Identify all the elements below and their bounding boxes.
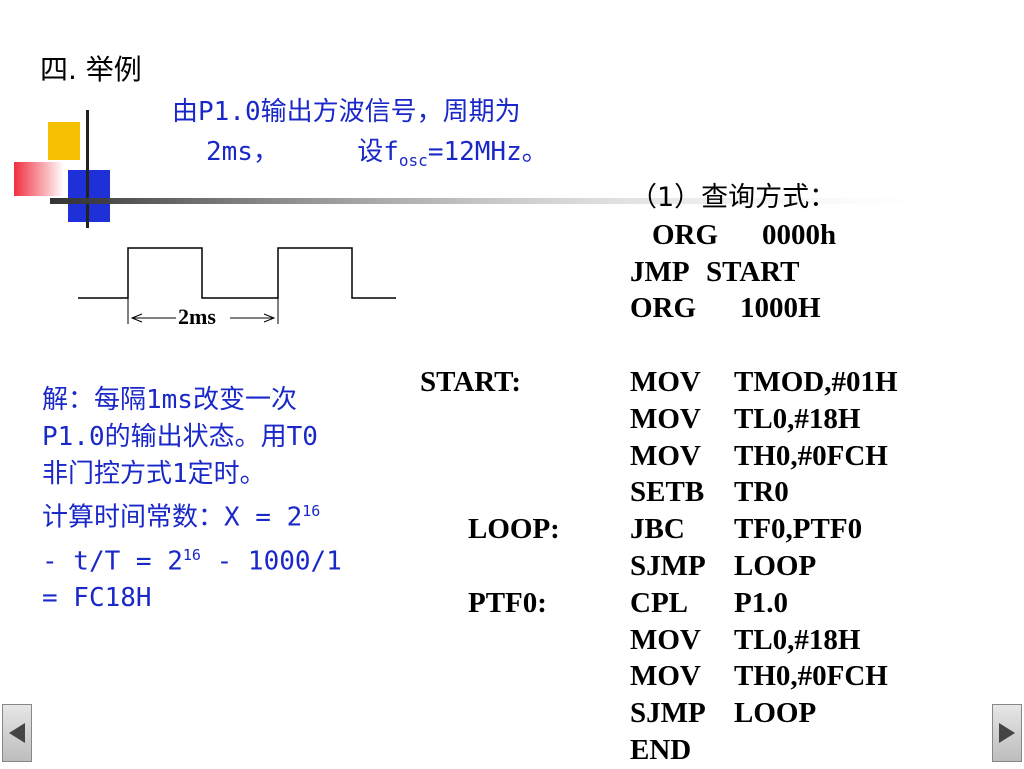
code-label: PTF0: [468, 586, 547, 619]
period-label: 2ms [178, 304, 216, 329]
code-operand: 0000h [762, 218, 837, 251]
code-label: LOOP: [468, 513, 560, 546]
code-label [420, 438, 630, 475]
solution-calc-b: - t/T = 2 [42, 546, 183, 577]
decorative-corner-graphic [14, 110, 980, 228]
code-line: ORG 0000h [420, 217, 898, 254]
code-operand: LOOP [734, 697, 817, 730]
code-label [420, 290, 630, 327]
code-opcode: MOV [630, 623, 701, 656]
code-opcode [630, 327, 734, 364]
solution-text: 解：每隔1ms改变一次P1.0的输出状态。用T0非门控方式1定时。 计算时间常数… [42, 382, 342, 617]
solution-sup-2: 16 [182, 545, 201, 564]
code-line: PTF0: CPL P1.0 [420, 585, 898, 622]
code-label [420, 548, 630, 585]
task-fosc-sub: osc [398, 151, 428, 171]
code-opcode: MOV [630, 402, 701, 435]
code-operand: TL0,#18H [734, 402, 861, 435]
code-label [420, 254, 630, 291]
code-label [420, 474, 630, 511]
code-line: ORG 1000H [420, 290, 898, 327]
code-operand: TH0,#0FCH [734, 439, 888, 472]
task-line-1: 由P1.0输出方波信号，周期为 [172, 97, 521, 127]
code-opcode: SJMP [630, 697, 706, 730]
code-line: SJMP LOOP [420, 695, 898, 732]
code-label [420, 217, 630, 254]
code-opcode: MOV [630, 439, 701, 472]
code-opcode: MOV [630, 660, 701, 693]
code-title: （1）查询方式： [630, 182, 837, 213]
code-opcode: JBC [630, 513, 685, 546]
code-line: SJMP LOOP [420, 548, 898, 585]
slide-heading: 四. 举例 [40, 53, 142, 86]
code-opcode: JMP [630, 255, 690, 288]
code-operand: TH0,#0FCH [734, 660, 888, 693]
code-operand: TR0 [734, 476, 789, 509]
solution-calc-c: - 1000/1 = FC18H [42, 546, 342, 614]
code-line: MOV TH0,#0FCH [420, 438, 898, 475]
code-opcode: SJMP [630, 549, 706, 582]
code-opcode: MOV [630, 365, 701, 398]
solution-explanation: 解：每隔1ms改变一次P1.0的输出状态。用T0非门控方式1定时。 [42, 385, 318, 489]
code-line: SETB TR0 [420, 474, 898, 511]
previous-slide-button[interactable] [2, 704, 32, 762]
left-arrow-icon [9, 723, 25, 743]
code-opcode: SETB [630, 476, 705, 509]
next-slide-button[interactable] [992, 704, 1022, 762]
code-line: JMP START [420, 254, 898, 291]
code-operand: P1.0 [734, 586, 788, 619]
code-opcode: END [630, 733, 692, 766]
code-operand: TL0,#18H [734, 623, 861, 656]
code-line: END [420, 732, 898, 769]
solution-sup-1: 16 [302, 502, 321, 520]
task-description: 由P1.0输出方波信号，周期为 2ms， 设fosc=12MHz。 [172, 92, 548, 181]
code-label [420, 327, 630, 364]
code-line: MOV TH0,#0FCH [420, 658, 898, 695]
code-label [420, 401, 630, 438]
right-arrow-icon [999, 723, 1015, 743]
code-operand: 1000H [740, 292, 821, 325]
solution-calc-a: 计算时间常数：X = 2 [42, 502, 303, 533]
code-opcode: CPL [630, 586, 688, 619]
code-operand: TMOD,#01H [734, 365, 898, 398]
code-operand: START [706, 255, 800, 288]
code-line: START: MOV TMOD,#01H [420, 364, 898, 401]
code-operand: TF0,PTF0 [734, 513, 863, 546]
code-operand: LOOP [734, 549, 817, 582]
code-label [420, 622, 630, 659]
code-opcode: ORG [630, 292, 697, 325]
task-period: 2ms， [206, 137, 279, 167]
code-label [420, 732, 630, 769]
code-label [420, 658, 630, 695]
square-wave-diagram [78, 247, 396, 324]
code-label [420, 695, 630, 732]
task-fosc-value: =12MHz。 [427, 137, 548, 167]
code-label: START: [420, 365, 522, 398]
code-opcode: ORG [652, 218, 719, 251]
code-line [420, 327, 898, 364]
code-line: MOV TL0,#18H [420, 401, 898, 438]
code-line: LOOP: JBC TF0,PTF0 [420, 511, 898, 548]
code-line: MOV TL0,#18H [420, 622, 898, 659]
task-fosc: 设f [357, 137, 399, 167]
